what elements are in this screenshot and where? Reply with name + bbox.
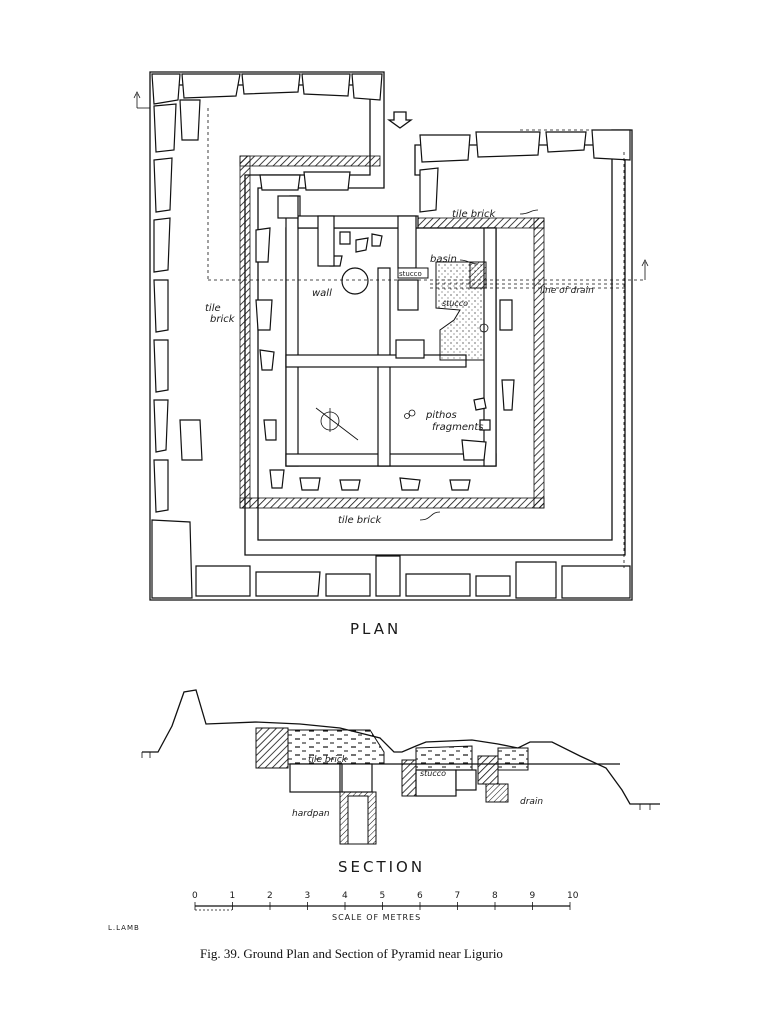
hatched-wall-mid	[401, 759, 417, 797]
label-brick: brick	[210, 314, 236, 325]
stucco-basin	[395, 261, 489, 361]
tile-brick-fill	[287, 729, 385, 765]
scale-tick-label: 5	[380, 891, 386, 901]
label-section-tile-brick: tile brick	[308, 755, 348, 765]
leader	[459, 259, 479, 265]
leader	[419, 511, 441, 521]
scale-tick-label: 7	[455, 891, 461, 901]
ground-profile	[142, 689, 660, 805]
central-pit	[289, 763, 509, 845]
scale-tick-label: 2	[267, 891, 273, 901]
label-tile-brick-bottom: tile brick	[338, 515, 383, 526]
section-lines	[133, 91, 649, 568]
entrance-arrow-icon	[387, 111, 413, 129]
scale-label: SCALE OF METRES	[332, 913, 421, 922]
outer-wall-inner-edge	[165, 84, 626, 556]
draughtsman-signature: L.LAMB	[108, 924, 140, 932]
label-pithos: pithos	[425, 410, 457, 421]
scale-tick-label: 1	[230, 891, 236, 901]
label-fragments: fragments	[432, 422, 483, 433]
tile-brick-band	[239, 155, 545, 509]
plan-title: PLAN	[350, 620, 401, 638]
pithos-fragments	[404, 397, 491, 461]
label-section-stucco: stucco	[420, 769, 446, 778]
label-stucco: stucco	[442, 299, 468, 308]
wall-circle	[341, 267, 369, 295]
section-title: SECTION	[338, 858, 425, 876]
label-section-hardpan: hardpan	[292, 809, 330, 819]
scale-tick-label: 9	[530, 891, 536, 901]
scale-tick-label: 4	[342, 891, 348, 901]
outer-wall-stones	[151, 73, 631, 599]
hatched-wall-right	[477, 755, 499, 785]
scale-tick-label: 8	[492, 891, 498, 901]
scale-tick-label: 0	[192, 891, 198, 901]
label-section-drain: drain	[520, 797, 543, 807]
scale-ticks	[194, 902, 571, 910]
scale-bar: 0 1 2 3 4 5 6 7 8 9 10 SCALE OF METRES	[192, 891, 579, 922]
hatched-wall-left	[255, 727, 289, 769]
north-arrow-icon	[315, 407, 359, 441]
label-line-of-drain: line of drain	[540, 286, 594, 296]
ground-plan: tile brick tile brick tile brick wall st…	[133, 71, 649, 638]
scale-tick-label: 10	[567, 891, 579, 901]
scale-tick-label: 6	[417, 891, 423, 901]
label-wall: wall	[312, 288, 332, 299]
scale-tick-label: 3	[305, 891, 311, 901]
scale-labels: 0 1 2 3 4 5 6 7 8 9 10	[192, 891, 579, 901]
figure-caption: Fig. 39. Ground Plan and Section of Pyra…	[200, 946, 503, 961]
ground-hatch	[141, 752, 651, 810]
outer-wall	[149, 71, 633, 601]
label-stucco-small: stucco	[399, 270, 422, 278]
leader	[519, 209, 539, 215]
right-fill	[497, 747, 529, 771]
label-tile: tile	[205, 303, 221, 314]
label-tile-brick-top: tile brick	[452, 209, 497, 220]
section-drawing: tile brick stucco drain hardpan SECTION	[141, 689, 660, 876]
stucco-fill	[415, 745, 473, 771]
label-basin: basin	[430, 254, 457, 265]
